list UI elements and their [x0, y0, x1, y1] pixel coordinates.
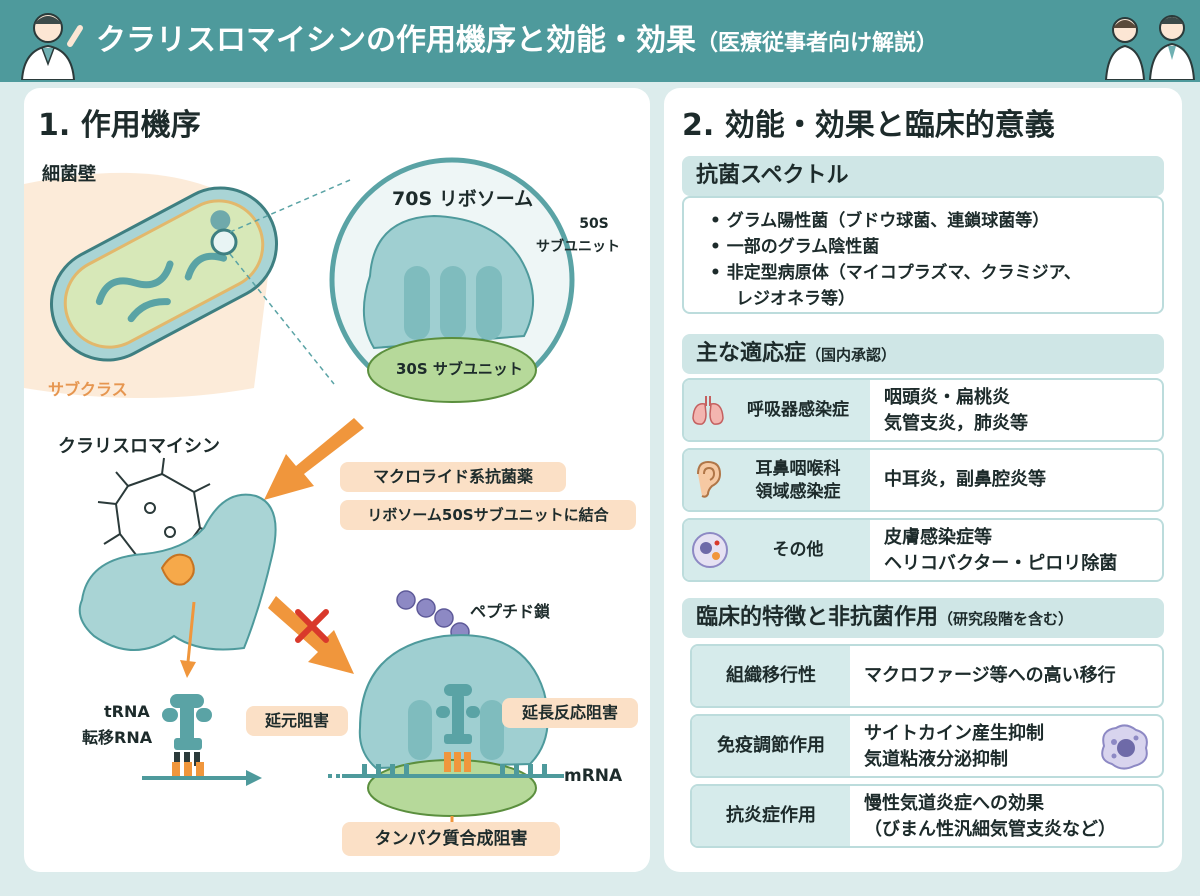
subunit-50s-label: 50S	[579, 216, 609, 232]
indication-name: その他	[772, 540, 824, 560]
macrophage-icon	[1101, 724, 1148, 770]
drug-binding-site	[160, 553, 195, 586]
spectrum-heading: 抗菌スペクトル	[682, 156, 1164, 196]
drug-class-tag: マクロライド系抗菌薬	[340, 462, 566, 492]
indication-name: 耳鼻咽喉科	[755, 459, 841, 479]
header-banner: クラリスロマイシンの作用機序と効能・効果（医療従事者向け解説）	[0, 0, 1200, 82]
subunit-30s-label: 30S サブユニット	[396, 360, 523, 378]
block-x-icon	[295, 609, 329, 643]
indication-row-other: その他 皮膚感染症等 ヘリコバクター・ピロリ除菌	[682, 518, 1164, 582]
trna-shape	[162, 694, 212, 766]
feature-row-tissue: 組織移行性 マクロファージ等への高い移行	[690, 644, 1164, 708]
mrna-label: mRNA	[564, 766, 623, 786]
indication-name: 領域感染症	[755, 482, 841, 502]
indication-value: 皮膚感染症等	[884, 527, 992, 548]
initiation-block-tag: 延元阻害	[246, 706, 348, 736]
spectrum-item: レジオネラ等）	[736, 289, 855, 309]
indication-value: 中耳炎，副鼻腔炎等	[884, 469, 1046, 490]
blocked-arrow	[268, 596, 354, 674]
cell-wall-label: 細菌壁	[42, 164, 96, 185]
doctor-icon	[20, 13, 83, 80]
cell-icon	[692, 532, 728, 568]
features-heading: 臨床的特徴と非抗菌作用（研究段階を含む）	[682, 598, 1164, 638]
nurse-icon	[1104, 17, 1146, 80]
spectrum-box: • グラム陽性菌（ブドウ球菌、連鎖球菌等） • 一部のグラム陰性菌 • 非定型病…	[682, 196, 1164, 314]
spectrum-item: • 一部のグラム陰性菌	[710, 237, 880, 257]
spectrum-item: • グラム陽性菌（ブドウ球菌、連鎖球菌等）	[710, 211, 1050, 231]
efficacy-panel: 2. 効能・効果と臨床的意義 抗菌スペクトル • グラム陽性菌（ブドウ球菌、連鎖…	[664, 88, 1182, 872]
indication-row-ent: 耳鼻咽喉科 領域感染症 中耳炎，副鼻腔炎等	[682, 448, 1164, 512]
indication-value: 咽頭炎・扁桃炎	[884, 387, 1010, 408]
trna-label: tRNA	[104, 702, 150, 721]
feature-value: サイトカイン産生抑制	[864, 723, 1044, 744]
ear-icon	[697, 460, 722, 498]
feature-name: 免疫調節作用	[692, 716, 850, 776]
subunit-30s-shape	[367, 337, 537, 403]
lungs-icon	[692, 396, 724, 425]
section-title-mechanism: 1. 作用機序	[38, 108, 201, 143]
ribosome-callout-dot	[210, 228, 238, 256]
feature-name: 組織移行性	[692, 646, 850, 706]
feature-value: （びまん性汎細気管支炎など）	[864, 819, 1116, 840]
feature-value: 気道粘液分泌抑制	[864, 749, 1008, 770]
spectrum-item: • 非定型病原体（マイコプラズマ、クラミジア、	[710, 263, 1081, 283]
subclass-label: サブクラス	[48, 380, 128, 399]
drug-name-label: クラリスロマイシン	[58, 436, 220, 457]
feature-row-antiinflammatory: 抗炎症作用 慢性気道炎症への効果 （びまん性汎細気管支炎など）	[690, 784, 1164, 848]
indication-name: 呼吸器感染症	[747, 400, 849, 420]
arrow-to-drug	[264, 418, 364, 500]
feature-row-immune: 免疫調節作用 サイトカイン産生抑制 気道粘液分泌抑制	[690, 714, 1164, 778]
feature-value: 慢性気道炎症への効果	[864, 793, 1044, 814]
ribosome-title: 70S リボソーム	[392, 188, 534, 210]
protein-block-tag: タンパク質合成阻害	[342, 822, 560, 856]
subunit-50s-sublabel: サブユニット	[536, 239, 620, 255]
page-title: クラリスロマイシンの作用機序と効能・効果（医療従事者向け解説）	[96, 23, 939, 58]
mechanism-panel: 1. 作用機序	[24, 88, 650, 872]
indication-row-respiratory: 呼吸器感染症 咽頭炎・扁桃炎 気管支炎，肺炎等	[682, 378, 1164, 442]
peptide-label: ペプチド鎖	[470, 602, 551, 621]
feature-value: マクロファージ等への高い移行	[864, 665, 1116, 686]
indication-value: ヘリコバクター・ピロリ除菌	[884, 553, 1118, 574]
doctor-icon	[1148, 15, 1196, 80]
mechanism-diagram	[24, 157, 575, 826]
section-title-efficacy: 2. 効能・効果と臨床的意義	[682, 108, 1055, 143]
binding-tag: リボソーム50Sサブユニットに結合	[340, 500, 636, 530]
feature-name: 抗炎症作用	[692, 786, 850, 846]
indications-heading: 主な適応症（国内承認）	[682, 334, 1164, 374]
trna-jp-label: 転移RNA	[82, 728, 153, 747]
indication-value: 気管支炎，肺炎等	[884, 413, 1028, 434]
elongation-block-tag: 延長反応阻害	[502, 698, 638, 728]
